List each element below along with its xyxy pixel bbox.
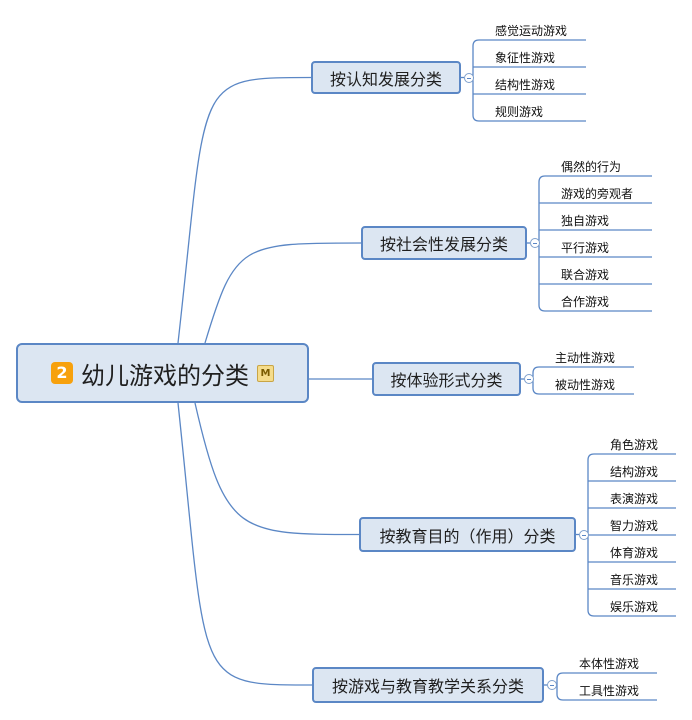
branch-topic-1[interactable]: 按认知发展分类	[311, 61, 461, 94]
marker-icon: M	[257, 364, 274, 382]
leaf-bracket-spine	[532, 366, 540, 395]
collapse-toggle-icon[interactable]	[547, 680, 557, 690]
branch-topic-3[interactable]: 按体验形式分类	[372, 362, 521, 396]
branch-topic-4[interactable]: 按教育目的（作用）分类	[359, 517, 576, 552]
leaf-topic[interactable]: 智力游戏	[610, 519, 659, 533]
root-topic-label: 幼儿游戏的分类	[81, 361, 249, 390]
root-topic[interactable]: 2 幼儿游戏的分类 M	[16, 343, 309, 403]
leaf-topic[interactable]: 表演游戏	[610, 492, 659, 506]
priority-badge: 2	[51, 362, 73, 384]
leaf-topic[interactable]: 平行游戏	[561, 241, 610, 255]
leaf-topic[interactable]: 娱乐游戏	[610, 600, 659, 614]
leaf-topic[interactable]: 角色游戏	[610, 438, 659, 452]
collapse-toggle-icon[interactable]	[464, 72, 474, 83]
branch-topic-label: 按社会性发展分类	[379, 235, 508, 254]
leaf-topic[interactable]: 音乐游戏	[610, 573, 659, 587]
leaf-topic[interactable]: 规则游戏	[495, 105, 544, 119]
branch-topic-label: 按体验形式分类	[390, 371, 503, 390]
branch-topic-label: 按认知发展分类	[329, 69, 442, 89]
leaf-topic[interactable]: 独自游戏	[561, 214, 610, 228]
branch-topic-label: 按游戏与教育教学关系分类	[331, 677, 524, 696]
leaf-topic[interactable]: 工具性游戏	[579, 684, 640, 698]
leaf-topic[interactable]: 结构性游戏	[495, 78, 556, 92]
leaf-topic[interactable]: 主动性游戏	[555, 351, 616, 365]
leaf-bracket-spine	[556, 672, 564, 701]
leaf-topic[interactable]: 联合游戏	[561, 268, 610, 282]
branch-topic-label: 按教育目的（作用）分类	[379, 526, 556, 546]
leaf-topic[interactable]: 体育游戏	[610, 546, 659, 560]
collapse-toggle-icon[interactable]	[579, 529, 589, 540]
root-connector-5	[177, 402, 313, 686]
leaf-topic[interactable]: 结构游戏	[610, 465, 659, 479]
branch-topic-5[interactable]: 按游戏与教育教学关系分类	[312, 667, 544, 703]
root-connector-4	[194, 402, 360, 536]
leaf-bracket-spine	[472, 39, 480, 122]
leaf-topic[interactable]: 象征性游戏	[495, 51, 556, 65]
root-connector-1	[177, 76, 312, 344]
leaf-topic[interactable]: 合作游戏	[561, 295, 610, 309]
leaf-topic[interactable]: 本体性游戏	[579, 657, 640, 671]
collapse-toggle-icon[interactable]	[524, 374, 534, 384]
leaf-topic[interactable]: 游戏的旁观者	[561, 187, 634, 201]
leaf-topic[interactable]: 被动性游戏	[555, 378, 616, 392]
root-connector-2	[204, 242, 362, 344]
branch-topic-2[interactable]: 按社会性发展分类	[361, 226, 527, 260]
leaf-topic[interactable]: 偶然的行为	[561, 160, 622, 174]
leaf-topic[interactable]: 感觉运动游戏	[495, 24, 568, 38]
collapse-toggle-icon[interactable]	[530, 238, 540, 248]
